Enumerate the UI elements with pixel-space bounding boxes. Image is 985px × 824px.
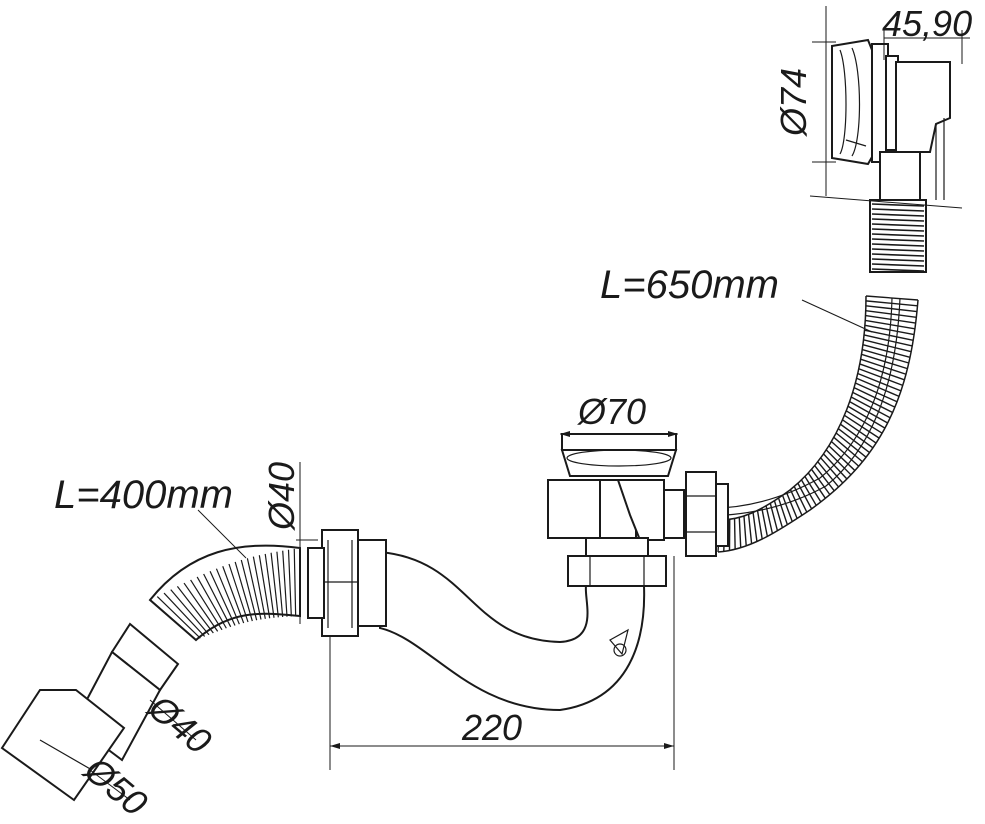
overflow-hose-length-label: L=650mm (600, 263, 779, 307)
drain-diameter-label: Ø70 (577, 391, 646, 432)
overflow-hose-stub (869, 199, 927, 273)
outlet-diameter-label-top: Ø40 (261, 462, 302, 531)
dimension-lines (89, 6, 970, 801)
overflow-hose (699, 295, 919, 553)
overflow-depth-label: 45,90 (882, 3, 972, 44)
trap-bend (307, 529, 646, 712)
overflow-diameter-label: Ø74 (773, 68, 814, 137)
outlet-hose-length-label: L=400mm (54, 473, 233, 517)
overflow-assembly (831, 38, 951, 201)
drain-valve (547, 433, 729, 587)
horizontal-length-label: 220 (461, 707, 522, 748)
outlet-hose (0, 544, 301, 802)
